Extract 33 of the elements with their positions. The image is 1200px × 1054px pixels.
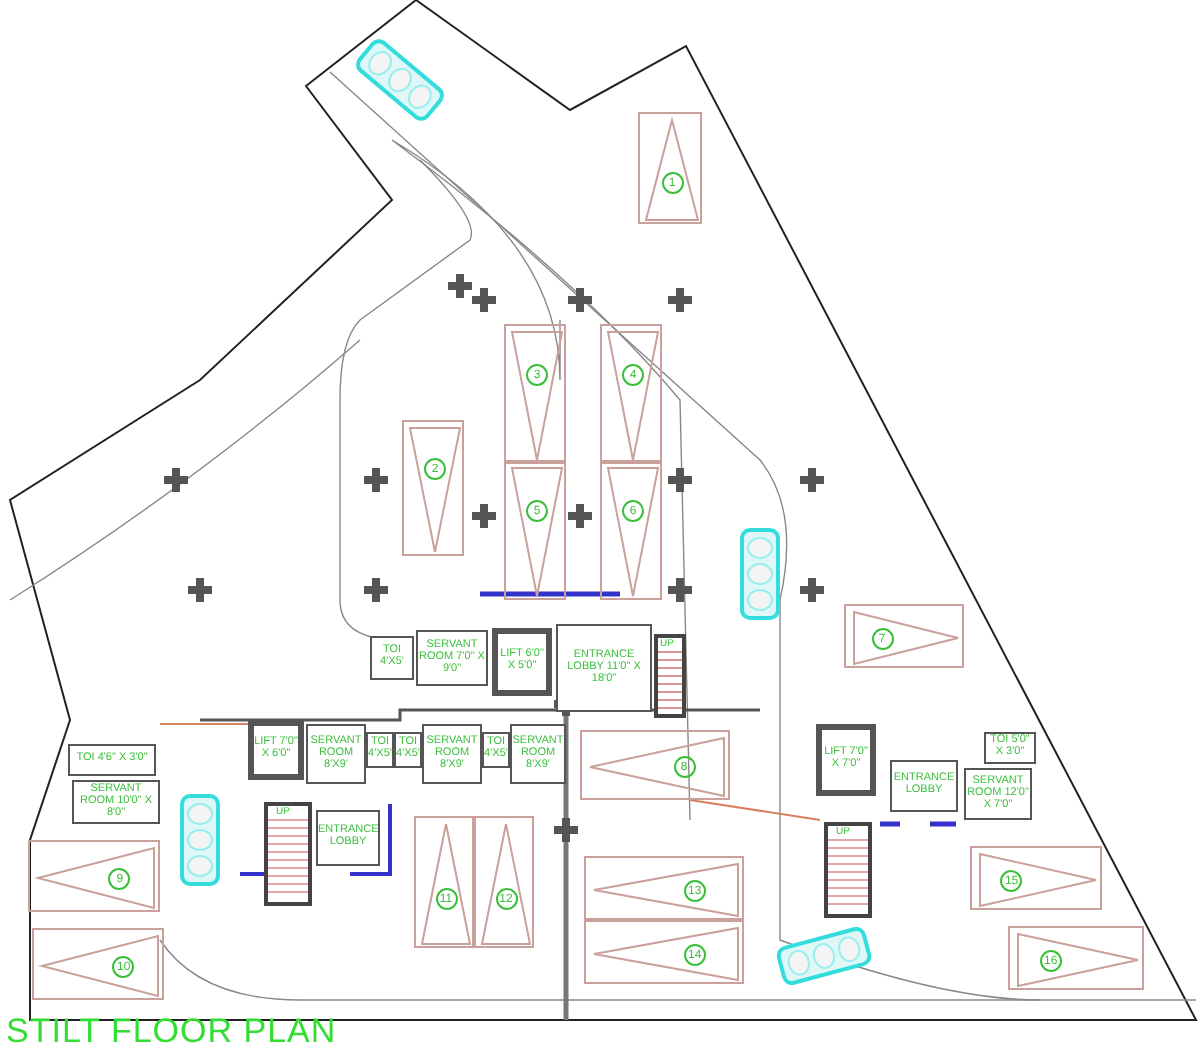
parking-bay xyxy=(844,604,964,668)
lift-shaft xyxy=(492,628,552,696)
room-outline xyxy=(370,636,414,680)
parking-bay xyxy=(504,460,566,600)
room-outline xyxy=(394,732,422,768)
room-outline xyxy=(482,732,510,768)
room-outline xyxy=(890,760,958,812)
room-outline xyxy=(68,744,156,776)
room-outline xyxy=(964,768,1032,820)
room-outline xyxy=(306,724,366,784)
parking-bay xyxy=(970,846,1102,910)
room-outline xyxy=(510,724,566,784)
parking-bay xyxy=(402,420,464,556)
parking-bay xyxy=(600,460,662,600)
parking-bay xyxy=(28,840,160,912)
parking-bay xyxy=(32,928,164,1000)
room-outline xyxy=(422,724,482,784)
parking-bay xyxy=(1008,926,1144,990)
room-outline xyxy=(556,624,652,712)
parking-bay xyxy=(584,856,744,920)
parking-bay xyxy=(474,816,534,948)
plan-title: STILT FLOOR PLAN xyxy=(6,1012,337,1052)
lift-shaft xyxy=(816,724,876,796)
room-outline xyxy=(366,732,394,768)
parking-bay xyxy=(414,816,474,948)
lift-shaft xyxy=(248,720,304,780)
parking-bay xyxy=(580,730,730,800)
room-outline xyxy=(416,630,488,686)
room-outline xyxy=(316,810,380,866)
parking-bay xyxy=(600,324,662,464)
parking-bay xyxy=(638,112,702,224)
parking-bay xyxy=(584,920,744,984)
parking-bay xyxy=(504,324,566,464)
